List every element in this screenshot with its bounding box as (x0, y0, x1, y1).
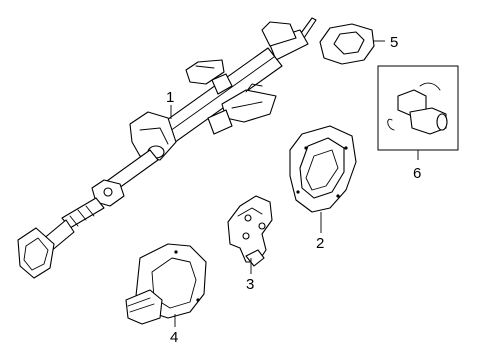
column-cover[interactable] (289, 125, 357, 213)
seal[interactable] (319, 23, 375, 65)
switch-assembly (387, 82, 448, 135)
leader-lines (170, 40, 419, 327)
callout-5: 5 (390, 34, 398, 51)
boot[interactable] (125, 243, 207, 325)
switch-assembly-box[interactable] (377, 65, 459, 151)
callout-4: 4 (170, 329, 178, 346)
callout-1: 1 (166, 89, 174, 106)
callout-6: 6 (413, 165, 421, 182)
bracket[interactable] (227, 195, 273, 267)
steering-column-assembly[interactable] (17, 17, 317, 279)
callout-3: 3 (246, 276, 254, 293)
callout-2: 2 (316, 235, 324, 252)
